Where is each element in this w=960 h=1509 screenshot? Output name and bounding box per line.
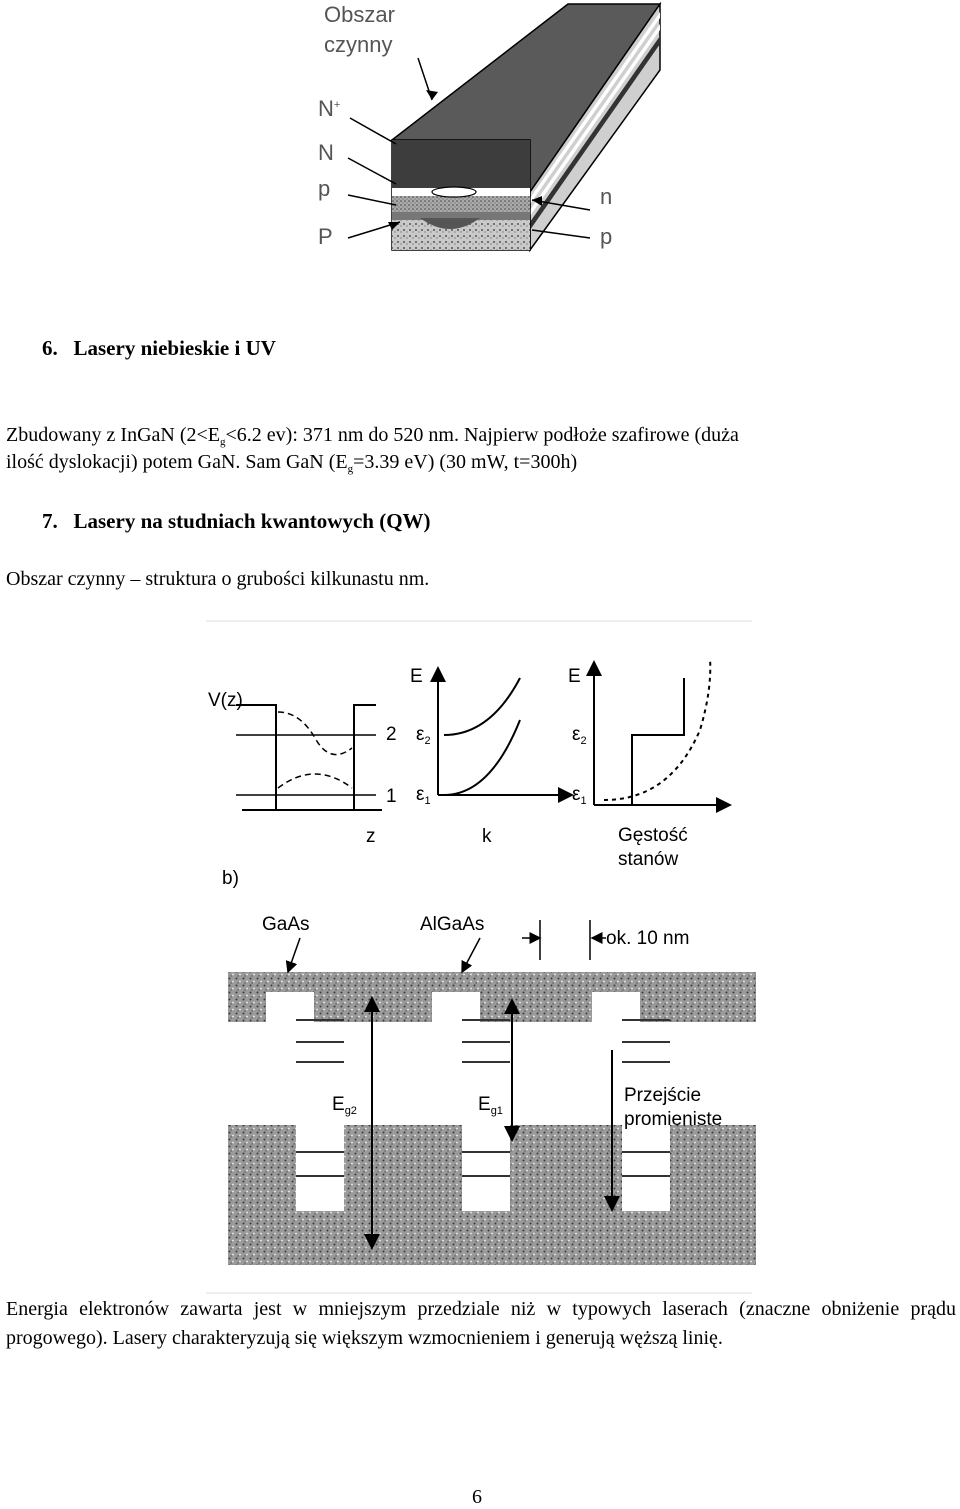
n-label: N bbox=[318, 140, 334, 165]
level-2-label: 2 bbox=[386, 724, 397, 745]
quantum-well-drawing bbox=[206, 620, 756, 1294]
n-plus-label: N+ bbox=[318, 96, 341, 121]
k-axis-label: k bbox=[482, 826, 492, 847]
laser-structure-figure: Obszar czynny N+ N p P n p bbox=[300, 0, 670, 260]
epsilon-1-label-dos: ε1 bbox=[572, 784, 587, 807]
p-upper-label: P bbox=[318, 224, 333, 249]
section-6-heading: 6. Lasery niebieskie i UV bbox=[42, 336, 276, 360]
active-region-label: Obszar czynny bbox=[324, 2, 395, 57]
panel-b-label: b) bbox=[222, 868, 239, 889]
page-number: 6 bbox=[472, 1486, 482, 1508]
p-right-label: p bbox=[600, 224, 613, 249]
closing-paragraph: Energia elektronów zawarta jest w mniejs… bbox=[6, 1298, 956, 1349]
z-axis-label: z bbox=[366, 826, 376, 847]
level-1-label: 1 bbox=[386, 786, 397, 807]
quantum-well-figure: V(z) 2 1 z E ε2 ε1 k E ε2 ε1 Gęstość sta… bbox=[200, 620, 760, 1295]
e-axis-label-dos: E bbox=[568, 666, 581, 687]
p-label-left: p bbox=[318, 176, 331, 201]
e-axis-label-dispersion: E bbox=[410, 666, 423, 687]
eg2-label: Eg2 bbox=[332, 1094, 357, 1117]
density-of-states-label: Gęstość stanów bbox=[618, 825, 688, 870]
eg1-label: Eg1 bbox=[478, 1094, 503, 1117]
n-right-label: n bbox=[600, 184, 613, 209]
epsilon-1-label-dispersion: ε1 bbox=[416, 784, 431, 807]
section-7-intro: Obszar czynny – struktura o grubości kil… bbox=[6, 568, 430, 590]
section-6-line-1: Zbudowany z InGaN (2<Eg<6.2 ev): 371 nm … bbox=[6, 424, 739, 448]
well-width-label: ok. 10 nm bbox=[606, 928, 690, 949]
epsilon-2-label-dispersion: ε2 bbox=[416, 724, 431, 747]
section-7-heading: 7. Lasery na studniach kwantowych (QW) bbox=[42, 509, 431, 533]
gaas-label: GaAs bbox=[262, 914, 310, 935]
epsilon-2-label-dos: ε2 bbox=[572, 724, 587, 747]
radiative-transition-label: Przejście promieniste bbox=[624, 1085, 723, 1130]
vz-label: V(z) bbox=[208, 690, 243, 711]
laser-structure-drawing bbox=[347, 1, 662, 253]
section-6-line-2: ilość dyslokacji) potem GaN. Sam GaN (Eg… bbox=[6, 451, 578, 475]
algaas-label: AlGaAs bbox=[420, 914, 485, 935]
